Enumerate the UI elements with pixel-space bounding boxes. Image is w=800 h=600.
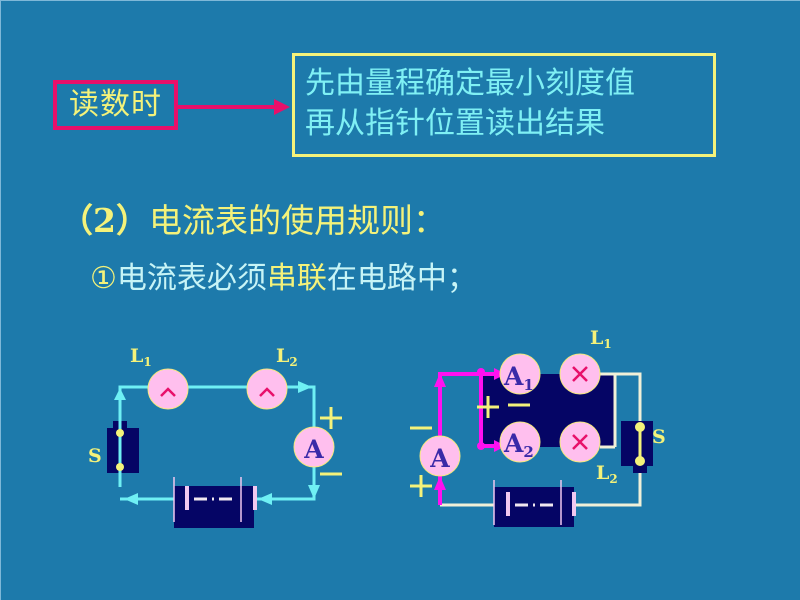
lamp-l1 (559, 353, 601, 395)
reading-label-box: 读数时 (53, 80, 178, 130)
ammeter-label: A (303, 435, 324, 464)
lamp-l2-label: L2 (596, 462, 618, 486)
ammeter-main: A (419, 435, 461, 477)
lamp-l2 (559, 421, 601, 463)
lamp-l1-label: L1 (130, 345, 152, 369)
lamp-l2 (246, 368, 288, 410)
ammeter-a2: A2 (499, 421, 541, 463)
battery-plate (572, 492, 576, 516)
switch-label: S (88, 445, 102, 467)
current-path (438, 372, 483, 446)
lamp-cross-icon (572, 366, 588, 382)
junction-dot (477, 368, 485, 376)
switch-label: S (652, 426, 666, 448)
slide-left-border (0, 0, 1, 600)
arrow-right-icon (274, 99, 290, 115)
arrow-left-icon (124, 493, 138, 505)
ammeter-a1: A1 (499, 353, 541, 395)
series-wire (118, 385, 316, 501)
ammeter-dial (419, 435, 461, 477)
ammeter-series: A (293, 426, 335, 468)
lamp-l1 (147, 368, 189, 410)
arrow-up-icon (434, 373, 446, 387)
lamp-l1-label: L1 (590, 327, 612, 351)
section-number: （2） (60, 201, 149, 240)
arrow-down-icon (308, 485, 320, 499)
reading-step-2: 再从指针位置读出结果 (305, 106, 605, 141)
series-circuit: A L1 L2 S (88, 345, 342, 528)
rule-text-2: 在电路中； (326, 261, 477, 296)
lamp-cross-icon (572, 434, 588, 450)
rule-number: ① (90, 261, 117, 296)
lamp-l2-label: L2 (276, 345, 298, 369)
ammeter-dial (293, 426, 335, 468)
lamp-cross-icon (160, 387, 176, 397)
battery-plate (185, 486, 189, 510)
section-heading: （2）电流表的使用规则： (60, 194, 446, 242)
switch-contact (635, 422, 645, 432)
switch-contact (635, 456, 645, 466)
rule-text-1: 电流表必须 (116, 261, 267, 296)
lamp-cross-icon (259, 387, 275, 397)
battery-plate (506, 492, 510, 516)
ammeter-dial (499, 353, 541, 395)
rule-highlight: 串联 (266, 261, 327, 296)
ammeter-a2-label: A2 (503, 429, 534, 461)
rule-1: ①电流表必须串联在电路中； (90, 253, 477, 297)
reading-steps-box: 先由量程确定最小刻度值 再从指针位置读出结果 (292, 53, 716, 157)
switch-contact (116, 463, 124, 471)
switch-contact (116, 429, 124, 437)
ammeter-dial (499, 421, 541, 463)
section-title: 电流表的使用规则： (148, 201, 446, 240)
arrow-up-icon (434, 476, 446, 490)
reading-label: 读数时 (69, 87, 162, 122)
slide-top-border (0, 0, 800, 1)
arrow-right-icon (298, 381, 312, 393)
reading-arrow-line (178, 105, 276, 109)
junction-dot (477, 442, 485, 450)
parallel-circuit: A1 A2 A L1 L2 S (410, 327, 666, 527)
ammeter-a1-label: A1 (503, 362, 534, 394)
switch-tab (633, 465, 647, 473)
arrow-up-icon (114, 388, 126, 400)
reading-step-1: 先由量程确定最小刻度值 (305, 66, 635, 101)
ammeter-main-label: A (429, 444, 450, 473)
battery-plate (253, 486, 257, 510)
arrow-left-icon (258, 493, 272, 505)
